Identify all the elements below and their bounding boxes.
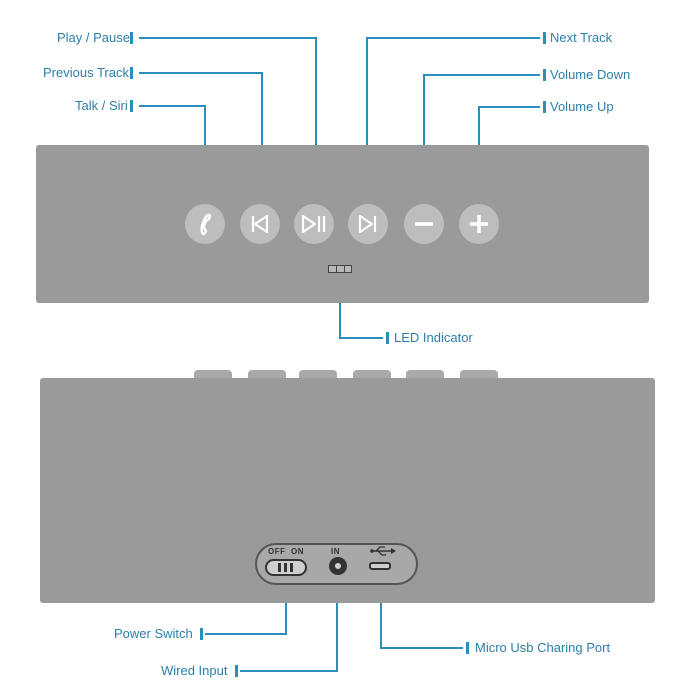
volume-up-button[interactable] <box>459 204 499 244</box>
previous-track-button[interactable] <box>240 204 280 244</box>
power-switch-label: Power Switch <box>114 626 193 641</box>
button-nub <box>406 370 444 380</box>
play-pause-icon <box>301 214 326 234</box>
micro-usb-label: Micro Usb Charing Port <box>475 640 611 655</box>
led-indicator <box>328 265 352 273</box>
led-indicator-label: LED Indicator <box>394 330 473 345</box>
button-nub <box>460 370 498 380</box>
talk-siri-label: Talk / Siri <box>75 98 128 113</box>
wired-input-label: Wired Input <box>161 663 228 678</box>
micro-usb-port[interactable] <box>369 562 391 570</box>
minus-icon <box>415 222 433 226</box>
usb-icon <box>370 546 396 556</box>
power-on-label: ON <box>291 547 304 556</box>
play-pause-button[interactable] <box>294 204 334 244</box>
play-pause-label: Play / Pause <box>57 30 130 45</box>
button-nub <box>194 370 232 380</box>
next-track-icon <box>358 214 377 234</box>
input-in-label: IN <box>331 547 340 556</box>
previous-track-label: Previous Track <box>43 65 129 80</box>
button-nub <box>353 370 391 380</box>
next-track-button[interactable] <box>348 204 388 244</box>
power-switch[interactable] <box>265 559 307 576</box>
volume-down-button[interactable] <box>404 204 444 244</box>
button-nub <box>299 370 337 380</box>
power-off-label: OFF <box>268 547 286 556</box>
volume-down-label: Volume Down <box>550 67 631 82</box>
speaker-top-panel <box>36 145 649 303</box>
button-nub <box>248 370 286 380</box>
talk-siri-button[interactable] <box>185 204 225 244</box>
next-track-label: Next Track <box>550 30 613 45</box>
volume-up-label: Volume Up <box>550 99 614 114</box>
phone-icon <box>200 213 212 236</box>
plus-icon <box>470 215 488 233</box>
previous-track-icon <box>251 214 269 234</box>
wired-input-jack[interactable] <box>329 557 347 575</box>
